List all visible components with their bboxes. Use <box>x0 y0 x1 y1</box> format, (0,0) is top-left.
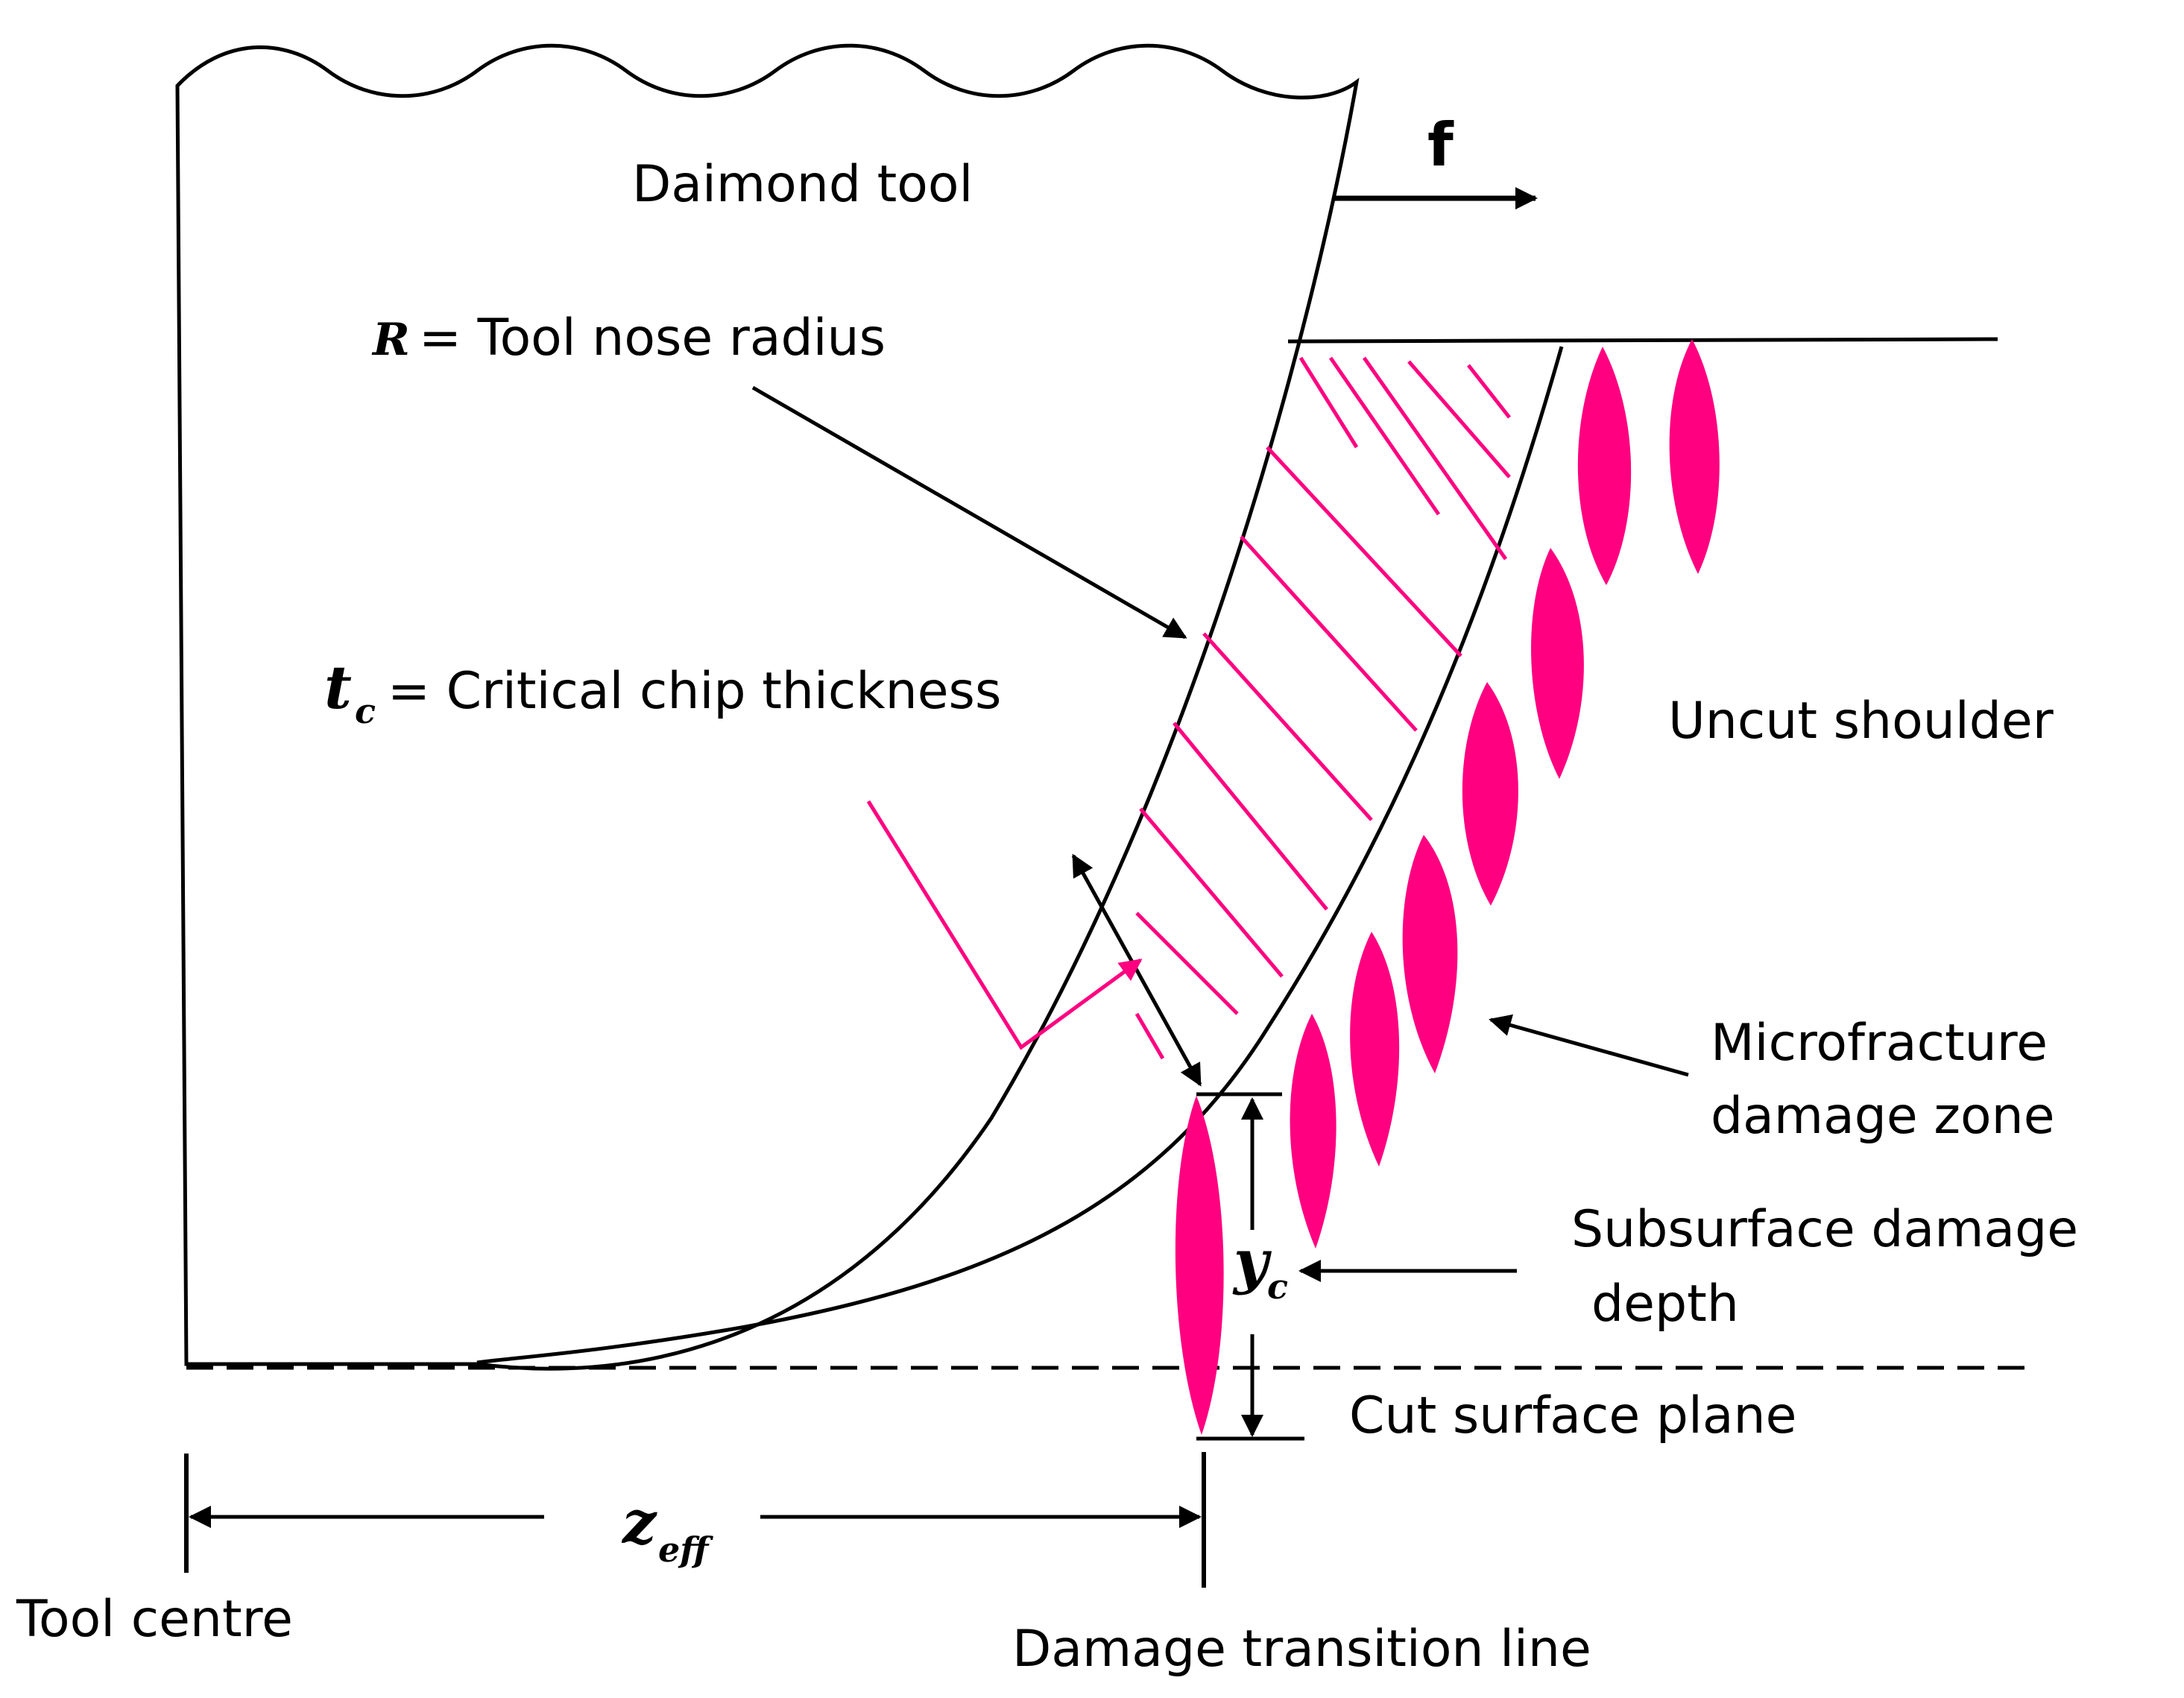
crack <box>1577 347 1632 585</box>
transition-label: Damage transition line <box>1012 1620 1591 1679</box>
crack <box>1175 1096 1224 1435</box>
zeff-symbol: z <box>621 1487 657 1557</box>
tool-outline <box>175 43 1360 1371</box>
chip-pointer <box>866 800 1143 1050</box>
uncut-shoulder-label: Uncut shoulder <box>1668 692 2054 751</box>
chip-thickness-symbol-sub: c <box>355 691 376 731</box>
depth-symbol-sub: c <box>1267 1266 1288 1307</box>
subsurface-label-line1: Subsurface damage <box>1571 1200 2078 1259</box>
microfracture-leader <box>1489 1014 1689 1077</box>
feed-symbol: f <box>1427 110 1454 180</box>
chip-thickness-symbol: t <box>324 652 352 722</box>
nose-radius-leader <box>751 385 1187 640</box>
crack <box>1402 835 1458 1073</box>
crack <box>1290 1014 1336 1249</box>
machined-profile-curve <box>476 346 1564 1365</box>
microfracture-label-line2: damage zone <box>1711 1087 2055 1146</box>
zeff-symbol-sub: eff <box>658 1530 713 1570</box>
cut-surface-label: Cut surface plane <box>1349 1386 1796 1445</box>
nose-radius-label: = Tool nose radius <box>419 309 886 367</box>
crack <box>1462 682 1518 906</box>
crack <box>1669 339 1720 574</box>
chip-thickness-arrow <box>1071 853 1202 1087</box>
crack <box>1350 932 1400 1167</box>
subsurface-label-line2: depth <box>1591 1275 1739 1334</box>
depth-symbol: y <box>1232 1226 1272 1296</box>
microfracture-label-line1: Microfracture <box>1711 1014 2048 1073</box>
tool-label: Daimond tool <box>632 155 973 214</box>
uncut-shoulder-line <box>1287 337 1998 344</box>
crack <box>1531 548 1584 779</box>
nose-radius-symbol: R <box>371 314 410 366</box>
microfracture-cracks <box>1175 339 1720 1435</box>
tool-centre-label: Tool centre <box>16 1590 293 1649</box>
chip-thickness-label: = Critical chip thickness <box>388 662 1001 721</box>
